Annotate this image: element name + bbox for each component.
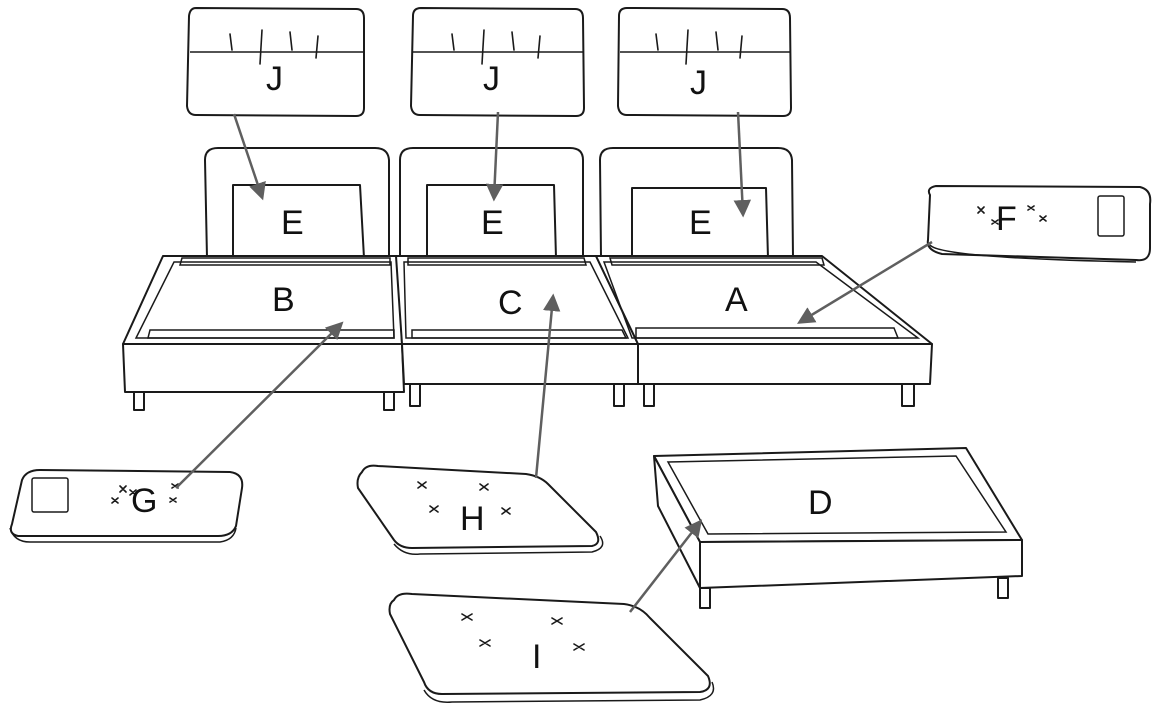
backrest-middle [399, 147, 584, 259]
arrow-j-to-e-right [733, 111, 752, 218]
ottoman-base-d [653, 447, 1023, 609]
seat-cushion-g [9, 469, 244, 543]
backrest-left [204, 147, 390, 259]
label-j-left: J [266, 60, 283, 98]
seat-base-c [395, 255, 639, 407]
seat-cushion-i [388, 592, 715, 703]
arrow-i-to-d [629, 519, 703, 613]
label-a: A [725, 281, 748, 319]
seat-cushion-f [926, 185, 1152, 263]
label-e-middle: E [481, 204, 504, 242]
arrow-g-to-b [175, 321, 344, 489]
label-g: G [131, 482, 157, 520]
back-cushion-j-left [186, 7, 365, 117]
seat-base-b [122, 255, 405, 411]
seat-cushion-h [356, 464, 604, 556]
label-d: D [808, 484, 833, 522]
label-i: I [532, 638, 541, 676]
arrow-f-to-a [797, 240, 933, 324]
label-e-right: E [689, 204, 712, 242]
label-f: F [996, 200, 1017, 238]
label-j-right: J [690, 64, 707, 102]
back-cushion-j-middle [410, 7, 585, 117]
label-j-middle: J [483, 60, 500, 98]
arrow-h-to-c [534, 293, 561, 479]
label-c: C [498, 284, 523, 322]
seat-base-a [595, 255, 933, 407]
arrow-j-to-e-left [232, 113, 266, 201]
label-e-left: E [281, 204, 304, 242]
back-cushion-j-right [617, 7, 792, 117]
label-b: B [272, 281, 295, 319]
assembly-arrows [175, 111, 933, 613]
backrest-right [599, 147, 794, 259]
label-h: H [460, 500, 485, 538]
part-labels: J J J E E E B C A F G H D I [131, 60, 1017, 676]
arrow-j-to-e-middle [485, 111, 504, 202]
